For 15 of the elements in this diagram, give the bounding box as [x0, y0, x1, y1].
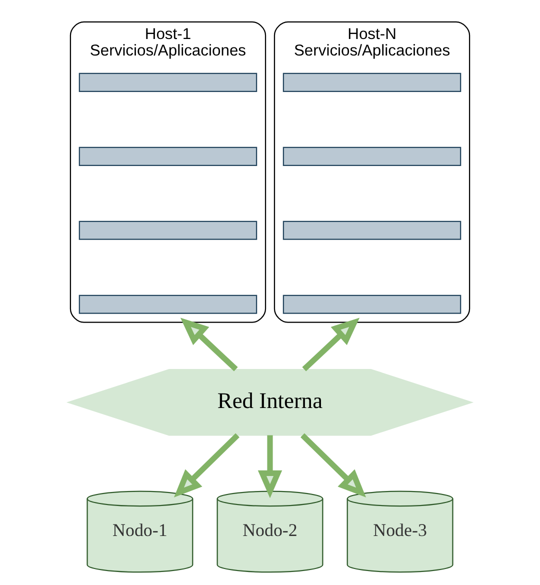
arrow [180, 318, 238, 372]
arrow [302, 318, 360, 372]
node-bar [282, 146, 462, 166]
node-bar [282, 294, 462, 314]
arrow [300, 433, 366, 498]
cluster: Host-1 Servicios/Aplicaciones [70, 21, 266, 323]
arrow [174, 433, 240, 498]
node-bar [78, 220, 258, 240]
node-bar [78, 146, 258, 166]
node-bar [78, 294, 258, 314]
arrow [258, 435, 282, 498]
cluster: Host-N Servicios/Aplicaciones [274, 21, 470, 323]
node-bar [282, 220, 462, 240]
node-bar [282, 72, 462, 92]
node-bar [78, 72, 258, 92]
